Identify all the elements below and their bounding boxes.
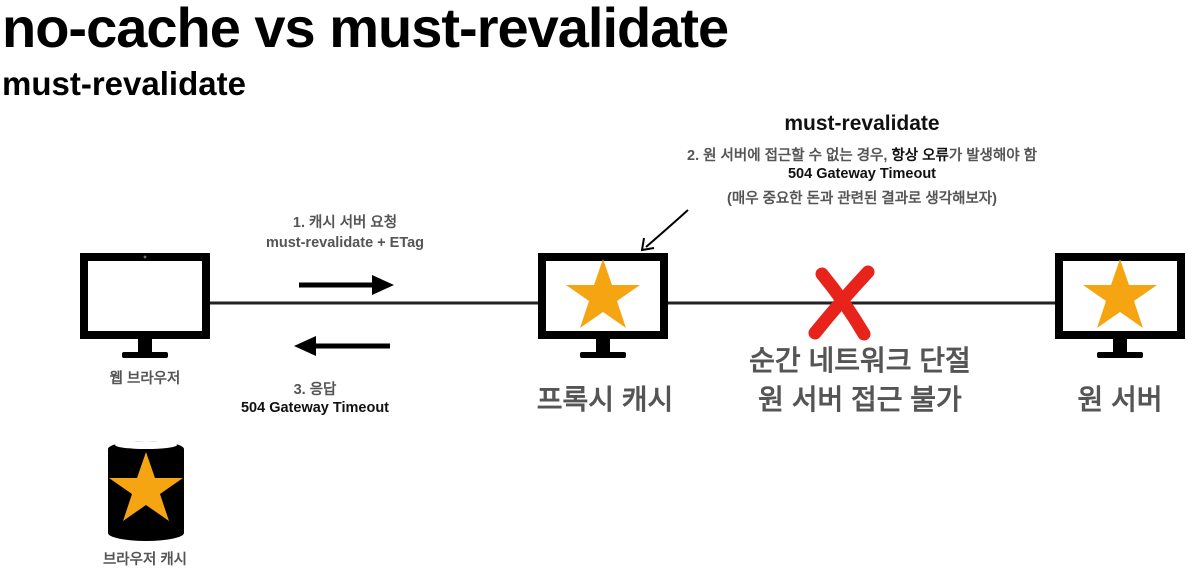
browser-cache-label: 브라우저 캐시: [102, 552, 188, 568]
annotation-arrow-icon: [640, 209, 689, 252]
response-label-1: 3. 응답: [293, 382, 337, 398]
proxy-cache-monitor-icon: [538, 253, 668, 358]
response-arrow-icon: [294, 336, 390, 356]
web-browser-monitor-icon: [80, 253, 210, 358]
response-label-2: 504 Gateway Timeout: [240, 400, 390, 416]
note-line-2: 2. 원 서버에 접근할 수 없는 경우, 항상 오류가 발생해야 함: [600, 144, 1124, 165]
page-title: no-cache vs must-revalidate: [2, 0, 729, 59]
request-label-1: 1. 캐시 서버 요청: [292, 215, 398, 231]
request-arrow-icon: [299, 275, 394, 295]
note-line-2a: 2. 원 서버에 접근할 수 없는 경우,: [687, 148, 892, 164]
web-browser-label: 웹 브라우저: [109, 371, 181, 387]
proxy-cache-label: 프록시 캐시: [536, 384, 674, 415]
origin-server-monitor-icon: [1055, 253, 1185, 358]
browser-cache-database-icon: [108, 441, 184, 541]
note-line-2c: 가 발생해야 함: [948, 148, 1037, 164]
note-line-3: 504 Gateway Timeout: [787, 166, 937, 182]
page-subtitle: must-revalidate: [2, 65, 246, 102]
request-label-2: must-revalidate + ETag: [265, 235, 425, 251]
disconnect-label-1: 순간 네트워크 단절: [749, 345, 971, 376]
disconnect-label-2: 원 서버 접근 불가: [758, 384, 962, 415]
note-line-4: (매우 중요한 돈과 관련된 결과로 생각해보자): [727, 191, 997, 207]
origin-server-label: 원 서버: [1077, 384, 1163, 415]
note-heading: must-revalidate: [784, 112, 940, 135]
note-line-2b: 항상 오류: [891, 148, 949, 164]
disconnect-cross-icon: [808, 265, 875, 341]
